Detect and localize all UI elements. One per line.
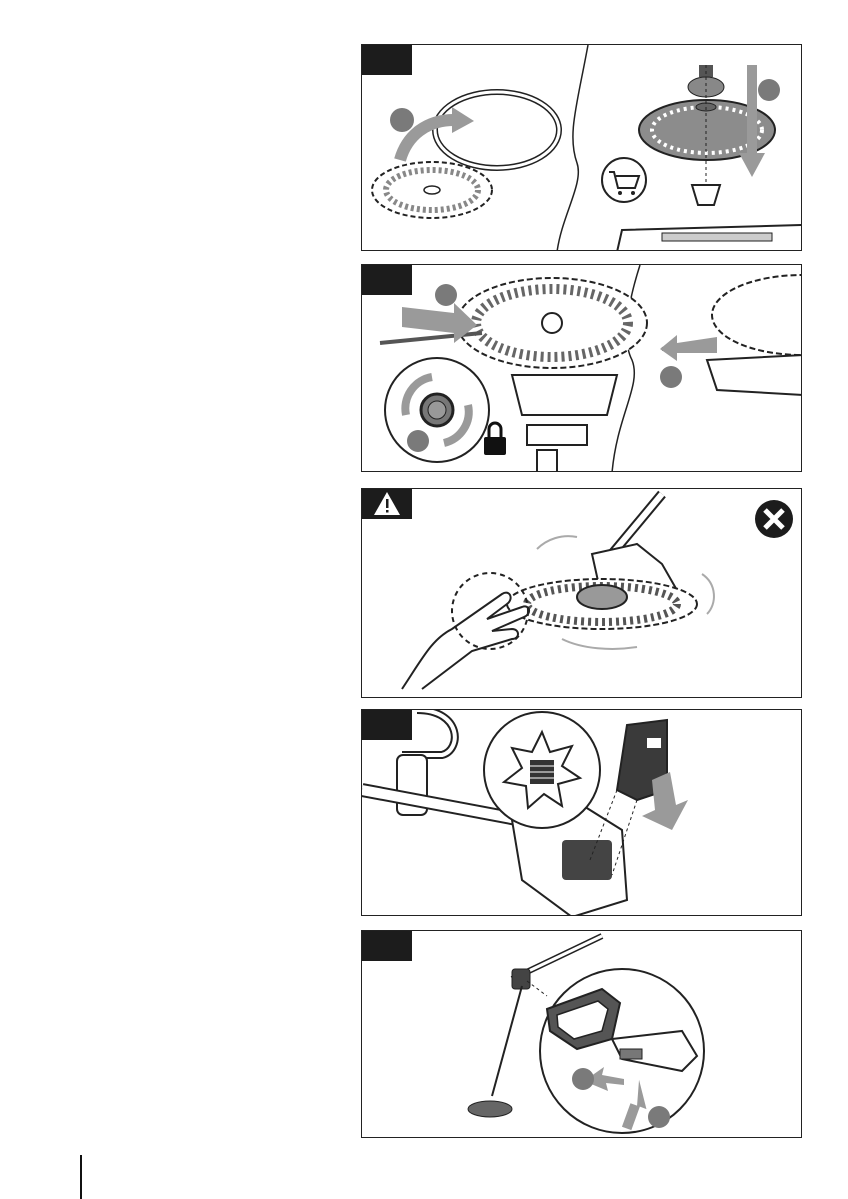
- circle-marker: [660, 366, 682, 388]
- hand-warning-illustration: [362, 489, 802, 698]
- small-trimmer-head: [468, 1101, 512, 1117]
- blade-install-illustration: [362, 45, 802, 251]
- circle-marker: [390, 108, 414, 132]
- panel-blade-tighten: [361, 264, 802, 472]
- battery-release-illustration: [362, 931, 802, 1138]
- panel-hand-warning: [361, 488, 802, 698]
- circle-marker: [758, 79, 780, 101]
- circle-marker: [648, 1106, 670, 1128]
- blade-tighten-illustration: [362, 265, 802, 472]
- battery-insert-illustration: [362, 710, 802, 916]
- page-edge-rule: [80, 1155, 82, 1199]
- cart-icon: [602, 158, 646, 202]
- circle-marker: [407, 430, 429, 452]
- panel-battery-release: [361, 930, 802, 1138]
- panel-blade-install: [361, 44, 802, 251]
- circle-marker: [572, 1068, 594, 1090]
- circle-marker: [435, 284, 457, 306]
- panel-battery-insert: [361, 709, 802, 916]
- lock-icon: [484, 437, 506, 455]
